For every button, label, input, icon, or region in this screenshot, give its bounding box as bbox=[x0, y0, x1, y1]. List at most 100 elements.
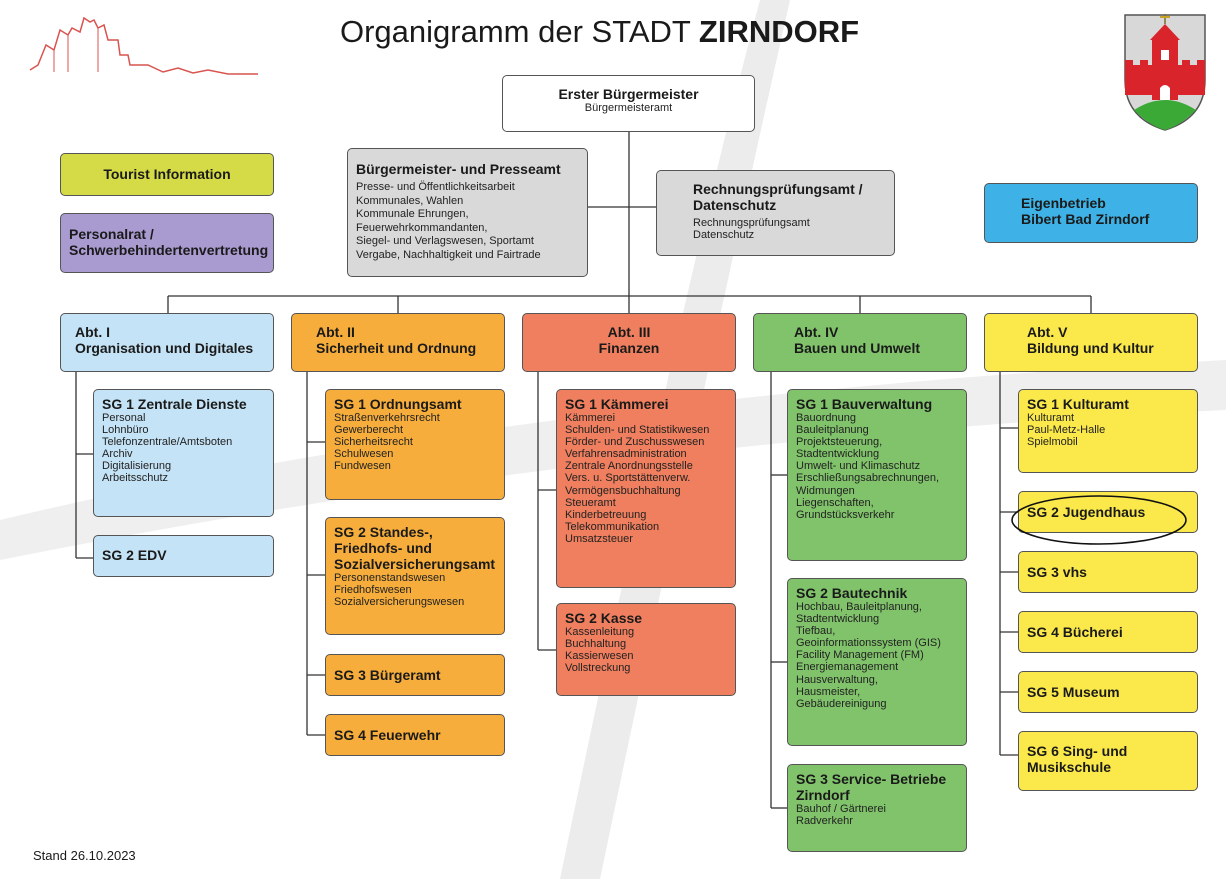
abt3-sg2-box: SG 2 Kasse Kassenleitung Buchhaltung Kas… bbox=[556, 603, 736, 696]
abt3-sg1-item: Schulden- und Statistikwesen bbox=[565, 424, 710, 437]
mayor-title: Erster Bürgermeister bbox=[558, 86, 699, 102]
abt2-sg1-item: Gewerberecht bbox=[334, 424, 404, 437]
abt1-header: Abt. I Organisation und Digitales bbox=[60, 313, 274, 372]
abt5-number: Abt. V bbox=[1027, 324, 1068, 340]
abt2-sg1-item: Fundwesen bbox=[334, 460, 391, 473]
abt4-sg2-item: Gebäudereinigung bbox=[796, 697, 887, 710]
abt2-sg2-item: Personenstandswesen bbox=[334, 572, 446, 584]
abt3-sg1-item: Vers. u. Sportstättenverw. bbox=[565, 472, 691, 485]
abt4-sg1-item: Erschließungsabrechnungen, bbox=[796, 472, 940, 485]
press-item: Vergabe, Nachhaltigkeit und Fairtrade bbox=[356, 248, 541, 261]
abt4-name: Bauen und Umwelt bbox=[794, 340, 921, 356]
abt1-sg1-title: SG 1 Zentrale Dienste bbox=[102, 396, 247, 412]
press-item: Siegel- und Verlagswesen, Sportamt bbox=[356, 235, 534, 247]
abt2-sg2-title-line2: Friedhofs- und bbox=[334, 540, 432, 556]
abt4-sg3-title-line2: Zirndorf bbox=[796, 787, 850, 803]
abt3-name: Finanzen bbox=[598, 340, 660, 356]
abt3-sg1-item: Steueramt bbox=[565, 496, 616, 509]
abt4-sg1-item: Bauleitplanung bbox=[796, 424, 869, 437]
abt2-sg1-item: Sicherheitsrecht bbox=[334, 436, 413, 449]
abt5-sg2-title: SG 2 Jugendhaus bbox=[1027, 504, 1146, 520]
abt3-sg2-item: Kassierwesen bbox=[565, 650, 634, 663]
abt4-sg1-item: Stadtentwicklung bbox=[796, 448, 880, 461]
press-item: Kommunales, Wahlen bbox=[356, 194, 464, 207]
abt5-sg1-box: SG 1 Kulturamt Kulturamt Paul-Metz-Halle… bbox=[1018, 389, 1198, 473]
abt4-sg2-item: Stadtentwicklung bbox=[796, 613, 880, 626]
abt2-sg1-item: Schulwesen bbox=[334, 448, 394, 461]
council-title-line2: Schwerbehindertenvertretung bbox=[69, 242, 269, 258]
abt3-sg1-box: SG 1 Kämmerei Kämmerei Schulden- und Sta… bbox=[556, 389, 736, 588]
abt4-sg2-item: Facility Management (FM) bbox=[796, 649, 924, 662]
abt2-sg4-box: SG 4 Feuerwehr bbox=[325, 714, 505, 756]
abt4-header: Abt. IV Bauen und Umwelt bbox=[753, 313, 967, 372]
abt3-sg2-item: Buchhaltung bbox=[565, 638, 627, 651]
audit-item: Datenschutz bbox=[693, 229, 755, 241]
city-skyline-logo-icon bbox=[29, 16, 258, 75]
abt3-sg1-item: Kämmerei bbox=[565, 412, 616, 424]
abt2-number: Abt. II bbox=[316, 324, 355, 340]
abt2-sg2-item: Sozialversicherungswesen bbox=[334, 596, 465, 609]
highlight-ellipse bbox=[1011, 495, 1187, 545]
zirndorf-coat-of-arms-icon bbox=[1124, 14, 1206, 131]
abt4-sg1-box: SG 1 Bauverwaltung Bauordnung Bauleitpla… bbox=[787, 389, 967, 561]
audit-title-line1: Rechnungsprüfungsamt / bbox=[693, 181, 863, 197]
bibert-bad-box: Eigenbetrieb Bibert Bad Zirndorf bbox=[984, 183, 1198, 243]
abt4-number: Abt. IV bbox=[794, 324, 839, 340]
staff-council-box: Personalrat / Schwerbehindertenvertretun… bbox=[60, 213, 274, 273]
abt5-sg2-box: SG 2 Jugendhaus bbox=[1018, 491, 1198, 533]
abt3-sg1-item: Kinderbetreuung bbox=[565, 508, 647, 521]
abt5-sg6-box: SG 6 Sing- und Musikschule bbox=[1018, 731, 1198, 791]
abt2-sg2-title-line3: Sozialversicherungsamt bbox=[334, 556, 496, 572]
abt5-sg3-box: SG 3 vhs bbox=[1018, 551, 1198, 593]
abt1-sg1-item: Telefonzentrale/Amtsboten bbox=[102, 436, 233, 449]
abt4-sg1-item: Widmungen bbox=[796, 484, 855, 497]
abt5-sg6-title-line2: Musikschule bbox=[1027, 759, 1112, 775]
abt4-sg2-item: Tiefbau, bbox=[796, 625, 836, 638]
bad-title-line2: Bibert Bad Zirndorf bbox=[1021, 211, 1150, 227]
council-title-line1: Personalrat / bbox=[69, 226, 154, 242]
abt5-sg1-item: Paul-Metz-Halle bbox=[1027, 424, 1106, 437]
abt1-sg2-title: SG 2 EDV bbox=[102, 547, 167, 563]
abt4-sg2-item: Energiemanagement bbox=[796, 661, 899, 674]
press-item: Presse- und Öffentlichkeitsarbeit bbox=[356, 181, 515, 193]
abt4-sg1-item: Umwelt- und Klimaschutz bbox=[796, 460, 921, 473]
abt3-header: Abt. III Finanzen bbox=[522, 313, 736, 372]
mayor-box: Erster Bürgermeister Bürgermeisteramt bbox=[502, 75, 755, 132]
abt1-sg1-item: Arbeitsschutz bbox=[102, 472, 169, 485]
mayor-sub: Bürgermeisteramt bbox=[584, 102, 673, 114]
abt5-name: Bildung und Kultur bbox=[1027, 340, 1154, 356]
abt5-sg5-title: SG 5 Museum bbox=[1027, 684, 1120, 700]
abt2-sg2-title-line1: SG 2 Standes-, bbox=[334, 524, 433, 540]
abt5-sg1-item: Kulturamt bbox=[1027, 412, 1075, 424]
abt1-number: Abt. I bbox=[75, 324, 110, 340]
abt4-sg1-item: Liegenschaften, bbox=[796, 496, 874, 509]
page-title: Organigramm der STADT ZIRNDORF bbox=[340, 12, 859, 52]
abt5-sg5-box: SG 5 Museum bbox=[1018, 671, 1198, 713]
abt2-name: Sicherheit und Ordnung bbox=[316, 340, 477, 356]
audit-office-box: Rechnungsprüfungsamt / Datenschutz Rechn… bbox=[656, 170, 895, 256]
audit-title-line2: Datenschutz bbox=[693, 197, 777, 213]
press-title: Bürgermeister- und Presseamt bbox=[356, 161, 561, 177]
abt4-sg1-item: Projektsteuerung, bbox=[796, 436, 883, 449]
abt4-sg3-title-line1: SG 3 Service- Betriebe bbox=[796, 771, 947, 787]
press-item: Feuerwehrkommandanten, bbox=[356, 221, 488, 234]
abt4-sg1-title: SG 1 Bauverwaltung bbox=[796, 396, 933, 412]
audit-item: Rechnungsprüfungsamt bbox=[693, 217, 810, 229]
tourist-title: Tourist Information bbox=[103, 166, 231, 182]
abt2-sg3-title: SG 3 Bürgeramt bbox=[334, 667, 441, 683]
abt3-sg1-item: Telekommunikation bbox=[565, 520, 660, 533]
abt3-sg2-item: Kassenleitung bbox=[565, 626, 635, 638]
abt2-header: Abt. II Sicherheit und Ordnung bbox=[291, 313, 505, 372]
abt4-sg2-item: Hausmeister, bbox=[796, 685, 861, 698]
abt4-sg2-box: SG 2 Bautechnik Hochbau, Bauleitplanung,… bbox=[787, 578, 967, 746]
abt2-sg4-title: SG 4 Feuerwehr bbox=[334, 727, 441, 743]
abt1-sg1-item: Archiv bbox=[102, 448, 133, 461]
tourist-information-box: Tourist Information bbox=[60, 153, 274, 196]
bad-title-line1: Eigenbetrieb bbox=[1021, 195, 1106, 211]
abt4-sg2-item: Geoinformationssystem (GIS) bbox=[796, 637, 941, 650]
abt5-sg1-item: Spielmobil bbox=[1027, 436, 1078, 449]
abt5-sg6-title-line1: SG 6 Sing- und bbox=[1027, 743, 1128, 759]
title-prefix: Organigramm der STADT bbox=[340, 14, 699, 49]
abt4-sg3-item: Bauhof / Gärtnerei bbox=[796, 803, 886, 815]
